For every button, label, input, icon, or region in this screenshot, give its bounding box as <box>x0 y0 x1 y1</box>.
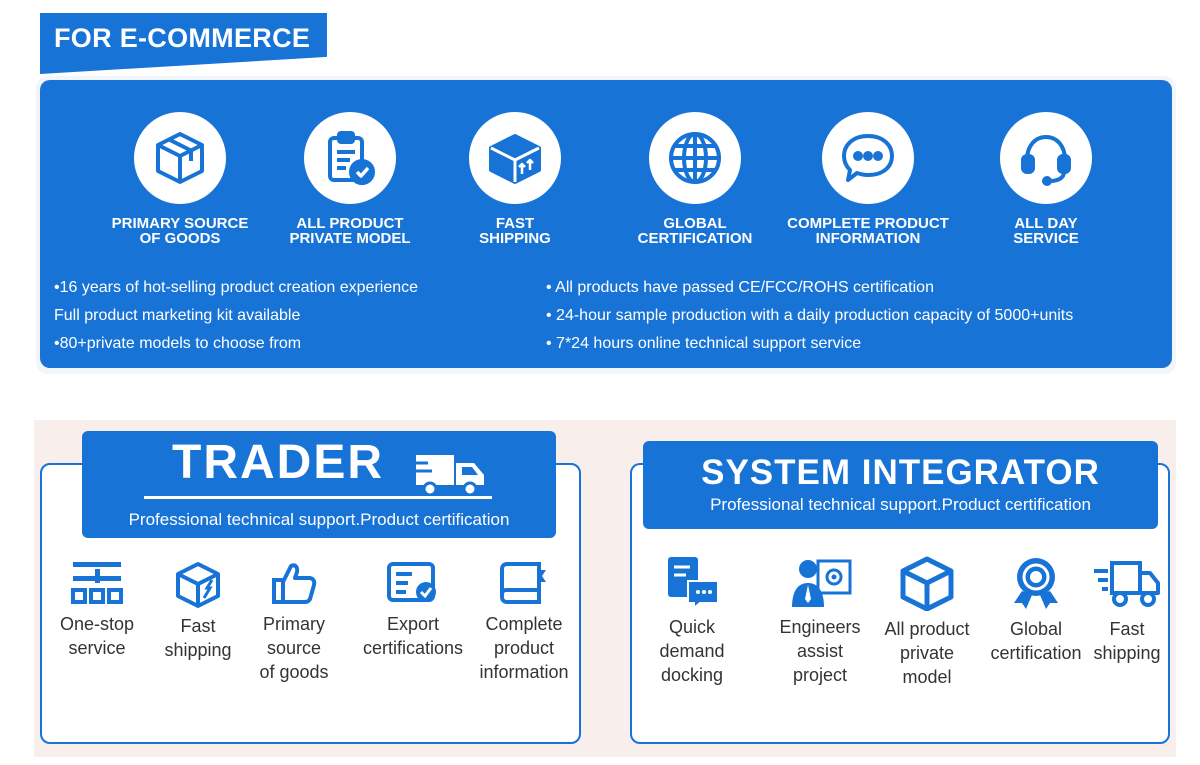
bullet-item: • 24-hour sample production with a daily… <box>546 307 1074 324</box>
integrator-subtitle: Professional technical support.Product c… <box>710 495 1091 514</box>
truck-icon <box>412 455 484 497</box>
box-icon <box>134 112 226 204</box>
item-label: Fast shipping <box>1093 619 1161 663</box>
feature-all-day-service: ALL DAY SERVICE <box>961 112 1131 246</box>
feature-global-certification: GLOBAL CERTIFICATION <box>610 112 780 246</box>
book-icon <box>500 562 546 604</box>
bullet-item: • 7*24 hours online technical support se… <box>546 335 862 352</box>
feature-label: FAST SHIPPING <box>479 215 551 247</box>
item-label: Fast shipping <box>164 616 232 660</box>
item-label: Global certification <box>990 619 1082 663</box>
cube-icon <box>900 556 954 611</box>
bullet-list-right: • All products have passed CE/FCC/ROHS c… <box>546 276 1073 360</box>
grid-service-icon <box>71 562 123 604</box>
trader-banner: TRADER Professional technical support.Pr… <box>82 431 556 538</box>
item-label: Primary source of goods <box>259 614 329 682</box>
feature-primary-source: PRIMARY SOURCE OF GOODS <box>95 112 265 246</box>
feature-fast-shipping: FAST SHIPPING <box>430 112 600 246</box>
item-label: All product private model <box>884 619 970 687</box>
bullet-item: Full product marketing kit available <box>54 307 301 324</box>
trader-item-one-stop: One-stop service <box>52 560 142 660</box>
feature-label: ALL PRODUCT PRIVATE MODEL <box>289 215 411 247</box>
integrator-banner: SYSTEM INTEGRATOR Professional technical… <box>643 441 1158 529</box>
item-label: Complete product information <box>479 614 569 682</box>
trader-title: TRADER <box>172 436 384 489</box>
trader-item-complete-info: Complete product information <box>474 560 574 684</box>
trader-subtitle: Professional technical support.Product c… <box>128 510 510 529</box>
item-label: Export certifications <box>362 614 464 658</box>
item-label: Engineers assist project <box>779 617 861 685</box>
bullet-item: •16 years of hot-selling product creatio… <box>54 279 419 296</box>
delivery-truck-icon <box>1094 561 1160 607</box>
feature-label: ALL DAY SERVICE <box>1013 215 1079 247</box>
feature-label: PRIMARY SOURCE OF GOODS <box>111 215 249 247</box>
trader-item-fast-shipping: Fast shipping <box>158 560 238 662</box>
feature-product-information: COMPLETE PRODUCT INFORMATION <box>783 112 953 246</box>
integrator-item-engineers: Engineers assist project <box>773 555 867 687</box>
bullet-item: • All products have passed CE/FCC/ROHS c… <box>546 279 934 296</box>
item-label: One-stop service <box>59 614 135 658</box>
ecommerce-tab-label: FOR E-COMMERCE <box>54 23 311 53</box>
package-icon <box>469 112 561 204</box>
trader-title-underline <box>144 496 492 499</box>
bullet-item: •80+private models to choose from <box>54 335 302 352</box>
integrator-item-private-model: All product private model <box>880 555 974 689</box>
trader-item-primary-source: Primary source of goods <box>254 560 334 684</box>
ecommerce-panel: PRIMARY SOURCE OF GOODS ALL PRODUCT PRIV… <box>40 80 1172 368</box>
award-badge-icon <box>1014 558 1058 609</box>
trader-item-export-certifications: Export certifications <box>358 560 468 660</box>
engineer-icon <box>792 559 852 607</box>
globe-icon <box>649 112 741 204</box>
document-chat-icon <box>668 557 719 609</box>
clipboard-check-icon <box>304 112 396 204</box>
integrator-item-fast-shipping: Fast shipping <box>1088 555 1166 665</box>
shipping-box-icon <box>176 562 220 608</box>
headset-icon <box>1000 112 1092 204</box>
certificate-icon <box>387 562 436 602</box>
integrator-item-quick-demand: Quick demand docking <box>652 555 732 687</box>
integrator-item-global-certification: Global certification <box>985 555 1087 665</box>
thumbs-up-icon <box>272 563 317 604</box>
integrator-title: SYSTEM INTEGRATOR <box>701 453 1100 492</box>
feature-label: GLOBAL CERTIFICATION <box>637 215 753 247</box>
chat-bubble-icon <box>822 112 914 204</box>
feature-label: COMPLETE PRODUCT INFORMATION <box>787 215 949 247</box>
feature-private-model: ALL PRODUCT PRIVATE MODEL <box>265 112 435 246</box>
bullet-list-left: •16 years of hot-selling product creatio… <box>54 276 418 360</box>
ecommerce-tab: FOR E-COMMERCE <box>40 13 327 74</box>
item-label: Quick demand docking <box>659 617 725 685</box>
